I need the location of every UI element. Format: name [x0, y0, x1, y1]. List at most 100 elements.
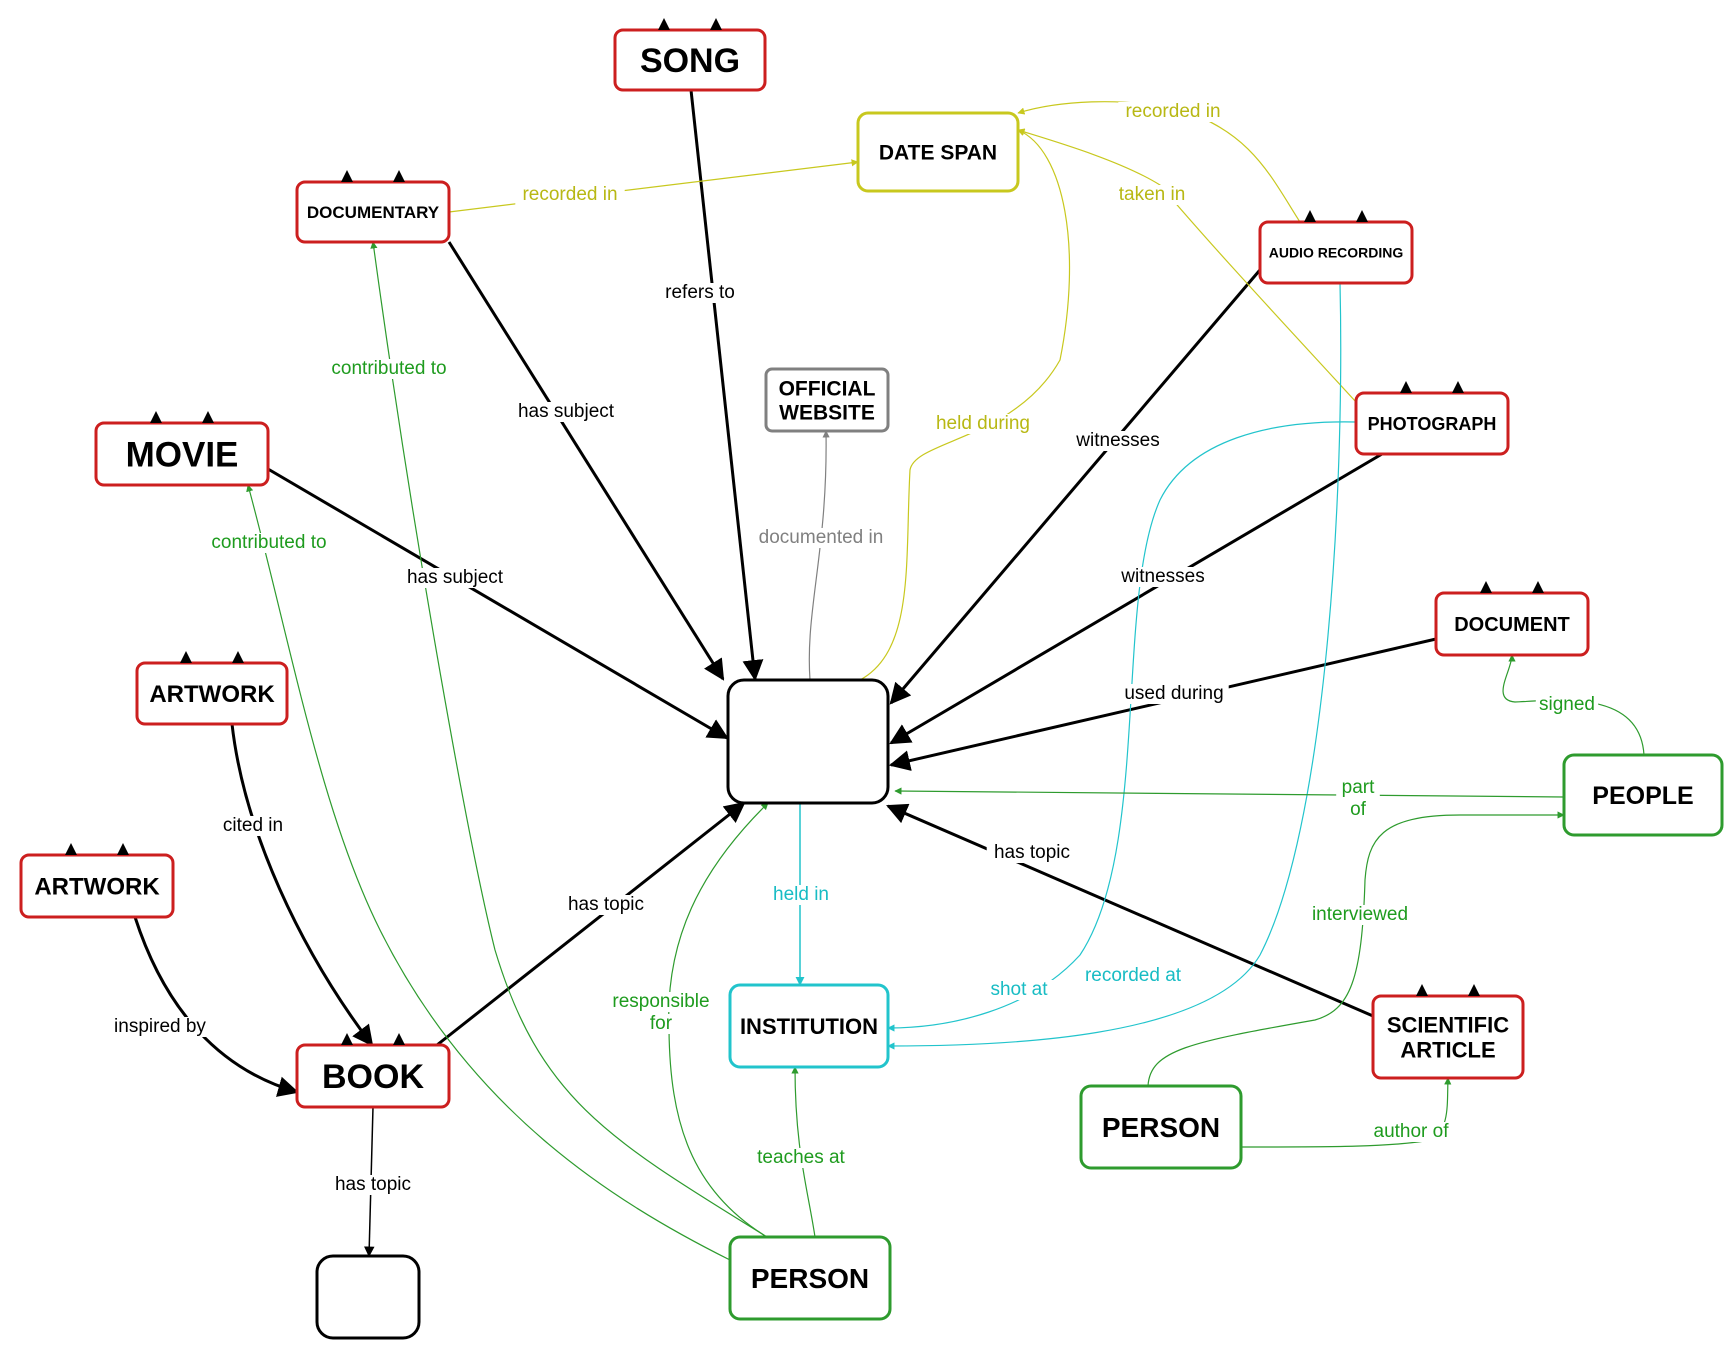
edge-doc-subject — [447, 241, 725, 681]
edge-label: cited in — [212, 815, 294, 836]
edge-label-background — [1345, 800, 1371, 820]
node-label: ARTWORK — [149, 681, 275, 708]
edge-label: has subject — [511, 401, 621, 422]
node-documentary[interactable]: DOCUMENTARY — [295, 170, 451, 244]
edge-label-background — [654, 283, 746, 303]
edge-label: witnesses — [1117, 566, 1209, 587]
edge-label: teaches at — [751, 1147, 851, 1168]
collapse-marker-icon[interactable] — [1304, 210, 1316, 222]
node-box — [1371, 994, 1525, 1080]
collapse-marker-icon[interactable] — [393, 170, 405, 182]
edge-label-background — [212, 816, 294, 836]
collapse-marker-icon[interactable] — [1452, 381, 1464, 393]
edge-label-text: contributed to — [331, 358, 446, 379]
edge-label: recorded at — [1078, 965, 1188, 986]
edge-label: documented in — [756, 527, 886, 548]
edge-label-text: interviewed — [1312, 904, 1408, 925]
edge-label-text: refers to — [665, 282, 735, 303]
edge-label-text: witnesses — [1120, 566, 1204, 587]
edge-label-background — [756, 528, 886, 548]
node-document[interactable]: DOCUMENT — [1434, 581, 1590, 657]
edge-label-background — [765, 885, 837, 905]
collapse-marker-icon[interactable] — [393, 1033, 405, 1045]
edge-label-text: recorded in — [522, 184, 617, 205]
node-box — [1434, 591, 1590, 657]
node-label: ARTICLE — [1400, 1038, 1495, 1063]
collapse-marker-icon[interactable] — [232, 651, 244, 663]
edge-label: recorded in — [1118, 101, 1228, 122]
edge-label-text: recorded at — [1085, 965, 1182, 986]
node-person-bottom[interactable]: PERSON — [728, 1235, 892, 1321]
node-institution[interactable]: INSTITUTION — [728, 983, 890, 1069]
edge-label-background — [1118, 102, 1228, 122]
collapse-marker-icon[interactable] — [65, 843, 77, 855]
edge-label-background — [1535, 695, 1599, 715]
node-label: WEBSITE — [779, 402, 875, 425]
collapse-marker-icon[interactable] — [1356, 210, 1368, 222]
node-box — [295, 1043, 451, 1109]
edge-label-text: recorded in — [1125, 101, 1220, 122]
collapse-marker-icon[interactable] — [341, 1033, 353, 1045]
edge-label-text: author of — [1374, 1121, 1450, 1142]
collapse-marker-icon[interactable] — [150, 411, 162, 423]
node-label: INSTITUTION — [740, 1014, 878, 1039]
edge-label: recorded in — [515, 184, 625, 205]
edge-label-text: held in — [773, 884, 829, 905]
edge-label-background — [1119, 684, 1229, 704]
collapse-marker-icon[interactable] — [341, 170, 353, 182]
node-event-small[interactable]: EVENT — [315, 1254, 421, 1340]
node-label: OFFICIAL — [779, 377, 876, 400]
node-label: PEOPLE — [1592, 782, 1693, 810]
edge-label-text: documented in — [759, 527, 884, 548]
node-box — [764, 367, 890, 433]
collapse-marker-icon[interactable] — [1532, 581, 1544, 593]
collapse-marker-icon[interactable] — [1480, 581, 1492, 593]
node-artwork2[interactable]: ARTWORK — [19, 843, 175, 919]
collapse-marker-icon[interactable] — [117, 843, 129, 855]
edge-label: has subject — [400, 567, 510, 588]
edge-book-topic — [436, 801, 746, 1047]
node-box — [856, 111, 1020, 193]
node-audio[interactable]: AUDIO RECORDING — [1258, 210, 1414, 285]
collapse-marker-icon[interactable] — [658, 18, 670, 30]
edge-event-documented — [808, 430, 830, 681]
edge-label: witnesses — [1072, 430, 1164, 451]
edge-label-background — [511, 402, 621, 422]
edge-label: has topic — [560, 894, 652, 915]
node-song[interactable]: SONG — [613, 18, 767, 92]
edge-label-text: witnesses — [1075, 430, 1159, 451]
edge-label: signed — [1535, 694, 1599, 715]
node-people[interactable]: PEOPLE — [1562, 753, 1724, 837]
edge-label-text: used during — [1124, 683, 1223, 704]
node-book[interactable]: BOOK — [295, 1033, 451, 1109]
edge-label-text: inspired by — [114, 1016, 206, 1037]
collapse-marker-icon[interactable] — [710, 18, 722, 30]
edge-label-background — [560, 895, 652, 915]
edge-label: held during — [928, 413, 1038, 434]
edge-label-text: has subject — [407, 567, 504, 588]
node-datespan[interactable]: DATE SPAN — [856, 111, 1020, 193]
edge-label-text: teaches at — [757, 1147, 845, 1168]
node-photograph[interactable]: PHOTOGRAPH — [1354, 381, 1510, 456]
edge-label-background — [1336, 778, 1380, 798]
node-box — [1258, 220, 1414, 285]
node-box — [1562, 753, 1724, 837]
node-event-main[interactable]: EVENT — [726, 678, 890, 805]
edge-label-text: has subject — [518, 401, 615, 422]
collapse-marker-icon[interactable] — [1400, 381, 1412, 393]
collapse-marker-icon[interactable] — [1416, 984, 1428, 996]
edge-label-background — [1365, 1122, 1457, 1142]
edge-label: author of — [1365, 1121, 1457, 1142]
node-artwork1[interactable]: ARTWORK — [135, 651, 289, 726]
edge-label-background — [327, 1175, 419, 1195]
collapse-marker-icon[interactable] — [180, 651, 192, 663]
node-movie[interactable]: MOVIE — [94, 411, 270, 487]
collapse-marker-icon[interactable] — [202, 411, 214, 423]
collapse-marker-icon[interactable] — [1468, 984, 1480, 996]
edge-label: interviewed — [1305, 904, 1415, 925]
node-person-right[interactable]: PERSON — [1079, 1084, 1243, 1170]
